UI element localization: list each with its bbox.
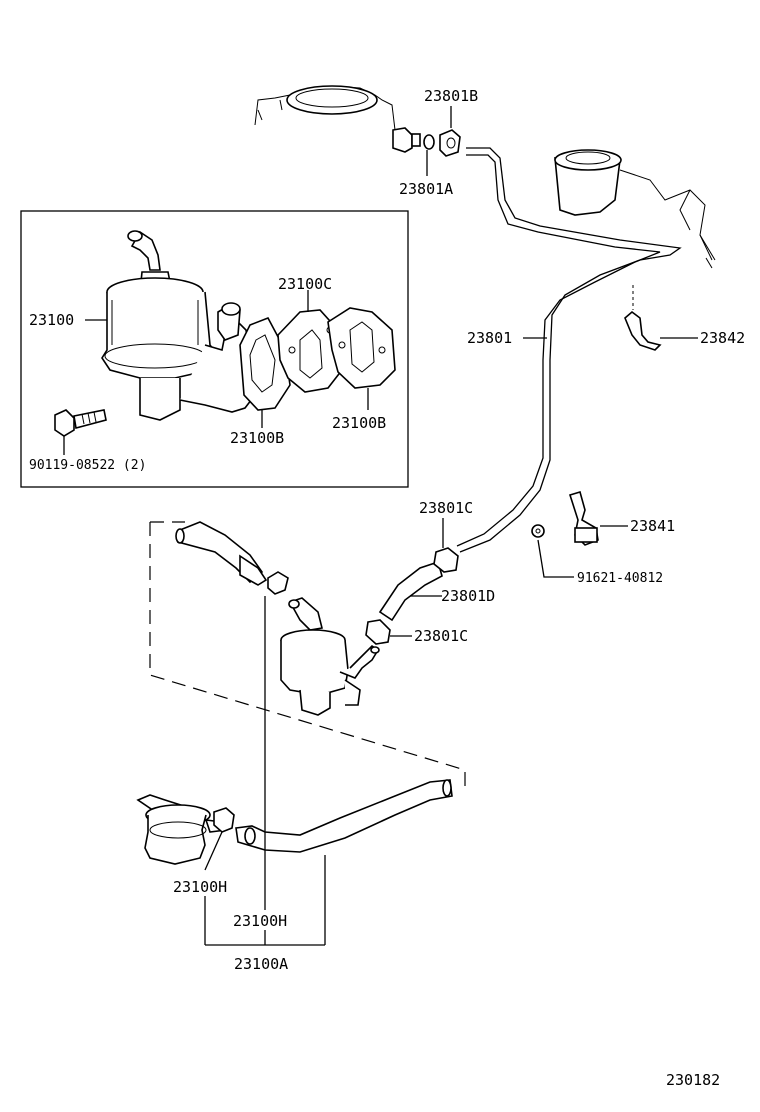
engine-block-outline [254, 85, 396, 131]
label-23100A: 23100A [234, 955, 288, 973]
label-23100C: 23100C [278, 275, 332, 293]
label-23100H-center: 23100H [233, 912, 287, 930]
gasket-middle [277, 309, 343, 393]
hose-clip-filter [213, 807, 235, 833]
fuel-filter [136, 794, 228, 865]
hose-clip-upper [267, 571, 289, 595]
union-fitting [392, 127, 461, 157]
bolt-90119 [54, 409, 107, 437]
label-23801C-bottom: 23801C [414, 627, 468, 645]
exploded-view-frame [20, 210, 409, 488]
label-23801A: 23801A [399, 180, 453, 198]
label-23801D: 23801D [441, 587, 495, 605]
fuel-pump-large [101, 230, 256, 421]
hose-upper [175, 521, 268, 586]
label-91621-40812: 91621-40812 [577, 571, 663, 586]
label-23100: 23100 [29, 311, 74, 329]
gasket-left [239, 316, 291, 411]
label-23841: 23841 [630, 517, 675, 535]
label-23100B-right: 23100B [332, 414, 386, 432]
gasket-right [327, 307, 396, 389]
label-23801: 23801 [467, 329, 512, 347]
clamp-23842 [624, 285, 662, 351]
label-23100H-left: 23100H [173, 878, 227, 896]
hose-23100A [235, 779, 453, 853]
label-23801B: 23801B [424, 87, 478, 105]
label-23842: 23842 [700, 329, 745, 347]
label-90119-08522: 90119-08522 (2) [29, 458, 146, 473]
fuel-pipe [456, 147, 682, 553]
label-23801C-top: 23801C [419, 499, 473, 517]
installation-dashed-frame [149, 521, 466, 790]
fuel-pump-small [280, 597, 380, 716]
washer-91621 [531, 524, 545, 538]
hose-23801D [365, 547, 459, 654]
clip-23841 [568, 490, 599, 546]
figure-number: 230182 [666, 1071, 720, 1089]
carburetor-outline [554, 149, 716, 269]
label-23100B-left: 23100B [230, 429, 284, 447]
